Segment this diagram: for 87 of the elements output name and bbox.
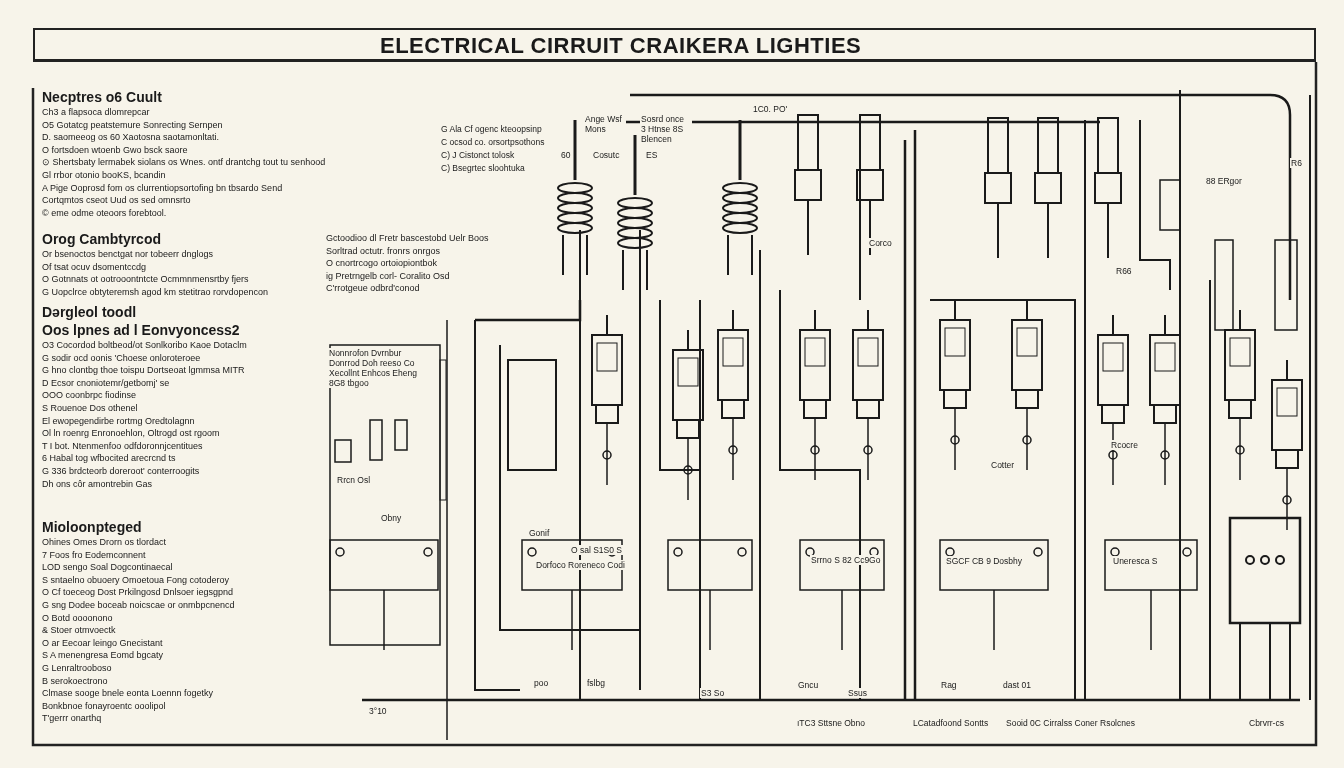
note-line: G sng Dodee boceab noicscae or onmbpcnencd — [42, 598, 235, 612]
note-line: Cortqmtos cseot Uud os sed omnsrto — [42, 194, 191, 207]
section-heading: Necptres o6 Cuult — [42, 88, 162, 106]
note-line: O3 Cocordod boltbeod/ot Sonlkoribo Kaoe Dotaclm — [42, 339, 247, 352]
component-label: S3 So — [700, 688, 726, 698]
component-label: fslbg — [586, 678, 606, 688]
section-heading: Mioloonpteged — [42, 518, 142, 536]
component-label: Ange Wsf Mons — [584, 114, 626, 134]
note-line: G Lenraltrooboso — [42, 661, 112, 675]
note-line: Gctoodioo dl Fretr bascestobd Uelr Boos — [326, 232, 489, 245]
section-heading: Dərgleol toodl — [42, 303, 137, 321]
note-line: Ch3 a flapsoca dlomrepcar — [42, 106, 150, 119]
component-label: ES — [645, 150, 659, 160]
note-line: G hno clontbg thoe toispu Dortseoat lgmmsa MITR — [42, 364, 245, 377]
component-label: Cosutc — [592, 150, 621, 160]
note-line: S A menengresa Eomd bgcaty — [42, 649, 164, 662]
component-label: poo — [533, 678, 550, 688]
note-line: O fortsdoen wtoenb Gwo bsck saore — [42, 143, 188, 157]
note-line: ig Pretrngelb corl- Coralito Osd — [326, 269, 450, 283]
note-line: Sorltrad octutr. fronrs onrgos — [326, 244, 441, 258]
component-label: C) Bsegrtec sloohtuka — [440, 163, 526, 173]
note-line: Dh ons côr amontrebin Gas — [42, 477, 153, 491]
note-line: Ohines Omes Drorn os tlordact — [42, 536, 167, 549]
note-line: & Stoer otmvoectk — [42, 624, 116, 637]
component-label: 60 — [560, 150, 572, 160]
section-heading: Orog Cambtyrcod — [42, 230, 161, 248]
note-line: © eme odme oteoors forebtool. — [42, 206, 167, 220]
note-line: S sntaelno obuoery Omoetoua Fong cotoderoy — [42, 573, 230, 587]
note-line: LOD sengo Soal Dogcontinaecal — [42, 561, 173, 574]
note-line: O ar Eecoar leingo Gnecistant — [42, 636, 163, 650]
component-label: O sal S1S0 S — [570, 545, 624, 555]
note-line: S Rouenoe Dos othenel — [42, 401, 138, 415]
component-label: Srrno S 82 Cc9Go — [810, 555, 882, 565]
note-line: O Cf toeceog Dost Prkilngosd Dnlsoer iegsgpnd — [42, 586, 234, 599]
note-line: G 336 brdcteorb doreroot' conterroogits — [42, 464, 200, 478]
component-label: SGCF CB 9 Dosbhy — [945, 556, 1024, 566]
component-label: dast 01 — [1002, 680, 1032, 690]
component-label: Uneresca S — [1112, 556, 1159, 566]
note-line: Gl rrbor otonio booKS, bcandin — [42, 168, 166, 182]
component-label: Ssus — [847, 688, 868, 698]
note-line: Or bsenoctos benctgat nor tobeerr dnglogs — [42, 248, 214, 261]
component-label: R66 — [1115, 266, 1133, 276]
component-label: Sosrd once 3 Htnse 8S Blencen — [640, 114, 692, 144]
note-line: OOO coonbrpc fiodinse — [42, 389, 137, 402]
note-line: C'rrotgeue odbrd'conod — [326, 282, 420, 295]
note-line: G sodir ocd oonis 'Choese onloroteroee — [42, 351, 201, 365]
note-line: G Uopclrce obtyteremsh agod km stetitrao rorvdopencon — [42, 285, 269, 299]
component-label: Sooid 0C Cirralss Coner Rsolcnes — [1005, 718, 1136, 728]
note-line: 6 Habal tog wfbocited arecrcnd ts — [42, 452, 176, 465]
note-line: O Botd oooonono — [42, 611, 113, 625]
note-line: A Pige Ooprosd fom os clurrentiopsortofing bn tbsardo Send — [42, 181, 283, 195]
component-label: Rrcn Osl — [336, 475, 372, 485]
component-label: 1C0. PO' — [752, 104, 789, 114]
note-line: Of tsat ocuv dsomentccdg — [42, 260, 147, 274]
section-heading: Oos lpnes ad l Eonvyoncess2 — [42, 321, 240, 339]
component-label: G Ala Cf ogenc kteoopsinp — [440, 124, 543, 134]
note-line: B serokoectrono — [42, 674, 108, 688]
component-label: Obny — [380, 513, 403, 523]
component-label: LCatadfoond Sontts — [912, 718, 990, 728]
note-line: Ol ln roenrg Enronoehlon, Oltrogd ost rgoom — [42, 427, 220, 440]
component-label: Cotter — [990, 460, 1016, 470]
note-line: O5 Gotatcg peatstemure Sonrecting Sernpen — [42, 118, 223, 132]
note-line: 7 Foos fro Eodemconnent — [42, 548, 146, 562]
component-label: Rcocre — [1110, 440, 1139, 450]
note-line: D Ecsor cnoniotemr/getbomj' se — [42, 376, 170, 390]
title-text: ELECTRICAL CIRRUIT CRAIKERA LIGHTIES — [380, 33, 862, 59]
note-line: O Gotnnats ot ootrooontntcte Ocmmnmensrtby fjers — [42, 273, 249, 286]
component-label: Cbrvrr-cs — [1248, 718, 1285, 728]
note-line: ⊙ Shertsbaty lermabek siolans os Wnes. ontf drantchg tout tu senhood — [42, 156, 326, 169]
component-label: Gncu — [797, 680, 820, 690]
note-line: T'gerrr onarthq — [42, 712, 102, 725]
note-line: O cnortrcogo ortoiopiontbok — [326, 257, 438, 270]
component-label: Gonif — [528, 528, 551, 538]
component-label: R6 — [1290, 158, 1303, 168]
component-label: Dorfoco Roreneco Codi — [535, 560, 626, 570]
component-label: ıTC3 Sttsne Obno — [796, 718, 867, 728]
note-line: Bonkbnoe fonayroentc ooolipol — [42, 699, 166, 713]
note-line: Clmase sooge bnele eonta Loennn fogetky — [42, 687, 214, 700]
component-label: Corco — [868, 238, 893, 248]
component-label: C) J Cistonct tolosk — [440, 150, 516, 160]
note-line: El ewopegendirbe rortmg Oredtolagnn — [42, 414, 195, 428]
component-label: C ocsod co. orsortpsothons — [440, 137, 546, 147]
note-line: T I bot. Ntenmenfoo odfdoronnjcentitues — [42, 439, 203, 453]
component-label: Rag — [940, 680, 958, 690]
note-line: D. saomeeog os 60 Xaotosna saotamonltati. — [42, 131, 220, 144]
component-label: 88 ERgor — [1205, 176, 1243, 186]
component-label: 3°10 — [368, 706, 388, 716]
